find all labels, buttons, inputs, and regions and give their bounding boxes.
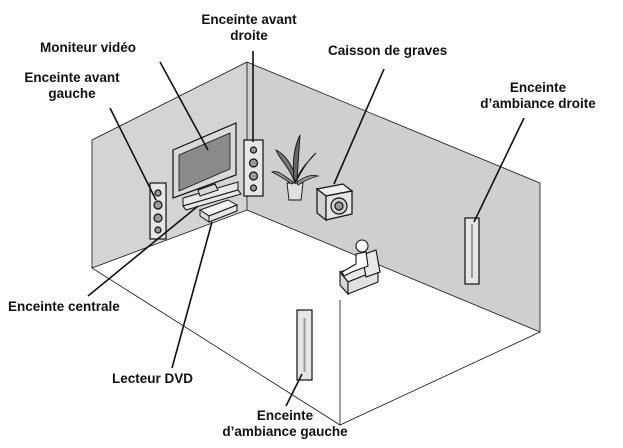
label-surround-left-line2: d’ambiance gauche bbox=[222, 424, 348, 439]
front-right-speaker bbox=[243, 139, 264, 197]
leader-lines bbox=[87, 51, 525, 407]
label-front-left-line1: Enceinte avant bbox=[24, 70, 120, 85]
surround-left-speaker bbox=[296, 309, 313, 381]
label-front-right: Enceinte avant droite bbox=[185, 12, 313, 44]
leader-subwoofer bbox=[333, 68, 385, 185]
leader-front-left bbox=[109, 107, 157, 201]
label-front-right-line1: Enceinte avant bbox=[201, 12, 297, 27]
subwoofer bbox=[315, 183, 354, 222]
label-subwoofer: Caisson de graves bbox=[328, 43, 448, 58]
leader-video-monitor bbox=[159, 61, 209, 151]
label-video-monitor: Moniteur vidéo bbox=[40, 40, 137, 55]
leader-surround-left bbox=[285, 373, 303, 407]
label-surround-right-line2: d’ambiance droite bbox=[480, 96, 596, 111]
label-center: Enceinte centrale bbox=[8, 299, 120, 314]
surround-right-speaker bbox=[464, 217, 480, 285]
label-dvd: Lecteur DVD bbox=[112, 371, 194, 386]
label-surround-left-line1: Enceinte bbox=[256, 408, 314, 423]
label-front-left-line2: gauche bbox=[48, 86, 96, 101]
label-front-left: Enceinte avant gauche bbox=[8, 70, 136, 102]
label-surround-right: Enceinte d’ambiance droite bbox=[458, 80, 618, 112]
tv-stand bbox=[182, 181, 242, 211]
label-surround-right-line1: Enceinte bbox=[509, 80, 567, 95]
label-front-right-line2: droite bbox=[230, 28, 268, 43]
video-monitor bbox=[172, 122, 237, 199]
leader-surround-right bbox=[473, 117, 525, 223]
label-surround-left: Enceinte d’ambiance gauche bbox=[205, 408, 365, 440]
leader-center bbox=[87, 205, 199, 297]
room-edges bbox=[91, 61, 541, 425]
plant-icon bbox=[270, 134, 320, 201]
dvd-player bbox=[198, 199, 239, 223]
leader-dvd bbox=[171, 221, 213, 369]
listener-in-armchair bbox=[339, 239, 381, 296]
